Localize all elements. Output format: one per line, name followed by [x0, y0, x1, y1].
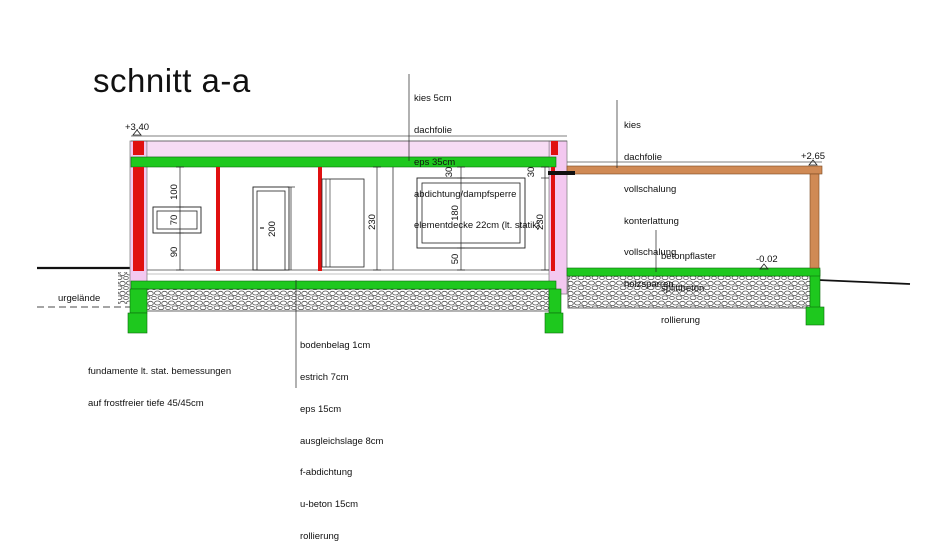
- footing-left-base: [127, 312, 148, 334]
- column-right-top: [551, 141, 558, 155]
- left-window: [152, 206, 202, 234]
- roof-slab: [130, 156, 557, 168]
- floor-layer: rollierung: [300, 530, 340, 542]
- floor-layer: eps 15cm: [300, 403, 342, 415]
- carport-roof-layer: vollschalung: [624, 183, 677, 195]
- floor-layers-note: bodenbelag 1cm estrich 7cm eps 15cm ausg…: [300, 320, 383, 553]
- dim-window-sill: 50: [450, 254, 461, 265]
- large-window: [416, 177, 526, 249]
- level-roof-top: +3.40: [125, 122, 150, 133]
- terrain-label: urgelände: [58, 293, 101, 304]
- floor-layer: f-abdichtung: [300, 467, 353, 479]
- dim-door-height: 200: [267, 221, 278, 237]
- footing-carport-base: [805, 306, 825, 326]
- terrain-line: [37, 266, 911, 308]
- footing-left: [129, 288, 148, 314]
- footing-right-base: [544, 312, 564, 334]
- roof-layer: kies 5cm: [414, 93, 452, 105]
- column-right: [551, 167, 555, 271]
- roof-layer: abdichtung/dampfsperre: [414, 188, 517, 200]
- section-drawing: 100 70 90 200 230 30 180 50 230 30: [37, 74, 911, 388]
- carport-roof-layer: vollschalung: [624, 247, 677, 259]
- column-mid-1: [216, 167, 220, 271]
- carport-floor-layer: betonpflaster: [661, 251, 716, 263]
- dim-left-window-sill: 90: [169, 247, 180, 258]
- dim-room-height-2: 230: [535, 214, 546, 230]
- carport-floor-layer: rollierung: [661, 314, 701, 326]
- level-carport-floor: -0.02: [756, 254, 778, 265]
- floor-slab: [130, 280, 557, 290]
- carport-slab: [566, 267, 821, 277]
- dim-room-height-1: 230: [367, 214, 378, 230]
- floor-layer: estrich 7cm: [300, 371, 349, 383]
- column-left-top: [133, 141, 144, 155]
- carport-roof-beam: [566, 165, 823, 175]
- floor-layer: u-beton 15cm: [300, 499, 359, 511]
- roof-layer: eps 35cm: [414, 156, 456, 168]
- dim-left-window-height: 70: [169, 215, 180, 226]
- carport-roof-layer: kies: [624, 120, 641, 132]
- carport-roof-layer: konterlattung: [624, 215, 679, 227]
- roof-layer: elementdecke 22cm (lt. statik): [414, 220, 541, 232]
- door: [252, 186, 290, 271]
- column-left: [133, 167, 144, 271]
- foundation-line: auf frostfreier tiefe 45/45cm: [88, 397, 204, 409]
- level-markers: [132, 129, 818, 270]
- level-carport-top: +2.65: [801, 151, 826, 162]
- carport-roof-layers-note: kies dachfolie vollschalung konterlattun…: [624, 100, 679, 301]
- foundation-line: fundamente lt. stat. bemessungen: [88, 366, 232, 378]
- leader-lines: [295, 74, 657, 388]
- dim-window-head: 30: [444, 167, 455, 178]
- dim-window-height: 180: [450, 205, 461, 221]
- footing-right: [548, 288, 562, 314]
- floor-layer: ausgleichslage 8cm: [300, 435, 384, 447]
- carport-floor-layer: splittbeton: [661, 282, 705, 294]
- carport-post: [809, 173, 820, 269]
- floor-layer: bodenbelag 1cm: [300, 340, 371, 352]
- drawing-title: schnitt a-a: [93, 62, 251, 99]
- gravel-bed-house: [144, 288, 550, 312]
- carport-roof-layer: dachfolie: [624, 151, 663, 163]
- carport-roof-layer: holzsparren: [624, 279, 674, 291]
- foundation-note: fundamente lt. stat. bemessungen auf fro…: [88, 346, 231, 420]
- carport-floor-layers-note: betonpflaster splittbeton rollierung: [661, 231, 716, 337]
- column-mid-2: [318, 167, 322, 271]
- opening-center: [321, 178, 365, 268]
- dim-window-head-2: 30: [526, 167, 537, 178]
- dim-left-window-top: 100: [169, 184, 180, 200]
- roof-layers-note: kies 5cm dachfolie eps 35cm abdichtung/d…: [414, 73, 540, 243]
- dimension-lines: [176, 166, 549, 271]
- roof-layer: dachfolie: [414, 124, 453, 136]
- gravel-bed-left: [118, 272, 132, 304]
